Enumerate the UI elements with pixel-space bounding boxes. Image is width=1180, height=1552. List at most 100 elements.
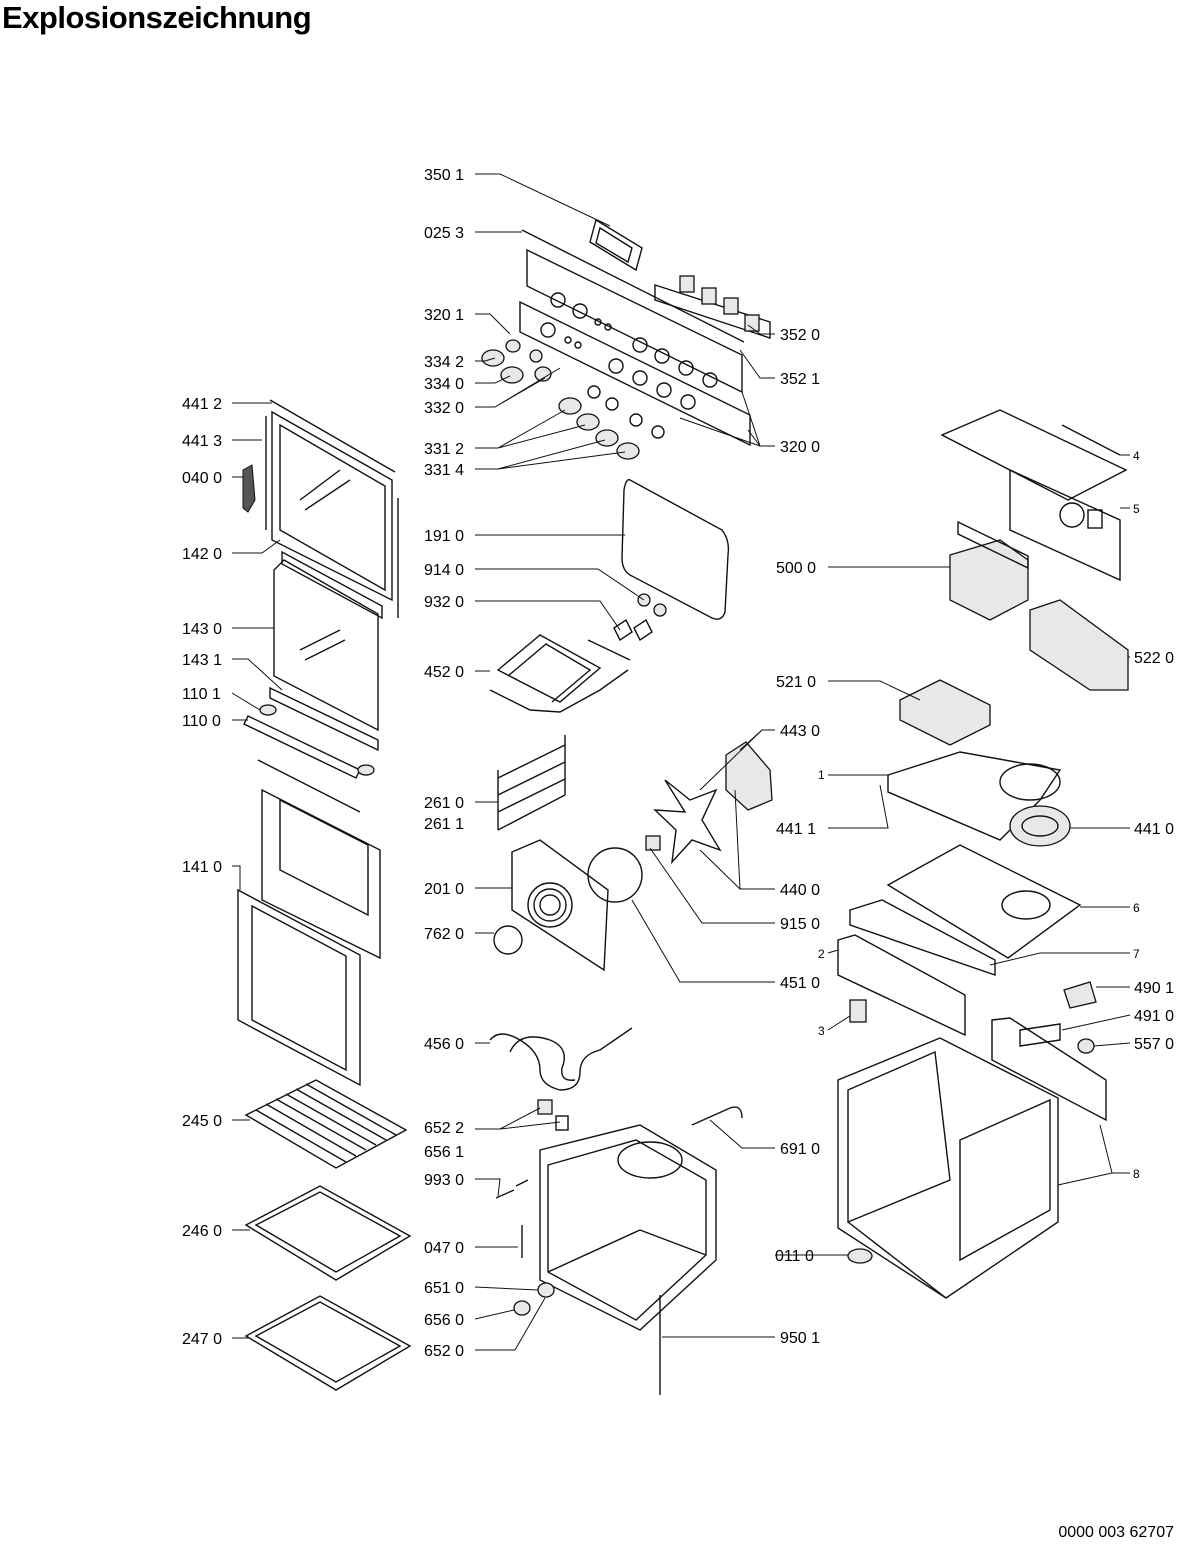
deep-tray-part [244, 1295, 412, 1391]
label-691-0: 691 0 [780, 1141, 820, 1158]
switch-cover-part [555, 1115, 569, 1131]
label-040-0: 040 0 [182, 470, 222, 487]
control-module-part [949, 520, 1029, 621]
label-4: 4 [1133, 449, 1140, 463]
label-142-0: 142 0 [182, 546, 222, 563]
label-993-0: 993 0 [424, 1172, 464, 1189]
label-320-0: 320 0 [780, 439, 820, 456]
label-456-0: 456 0 [424, 1036, 464, 1053]
lamp-lens-part [537, 1282, 555, 1298]
label-441-1: 441 1 [776, 821, 816, 838]
label-143-1: 143 1 [182, 652, 222, 669]
label-500-0: 500 0 [776, 560, 816, 577]
display-module-part [654, 275, 771, 339]
label-932-0: 932 0 [424, 594, 464, 611]
label-201-0: 201 0 [424, 881, 464, 898]
label-915-0: 915 0 [780, 916, 820, 933]
label-352-1: 352 1 [780, 371, 820, 388]
top-cover-part [940, 409, 1128, 582]
label-652-2: 652 2 [424, 1120, 464, 1137]
label-110-0: 110 0 [182, 713, 221, 730]
ring-heater-part [587, 847, 643, 903]
label-261-1: 261 1 [424, 816, 464, 833]
cooling-duct-part [887, 751, 1062, 841]
label-452-0: 452 0 [424, 664, 464, 681]
label-352-0: 352 0 [780, 327, 820, 344]
top-strip-part [521, 229, 745, 343]
fan-motor-part [645, 741, 773, 865]
label-491-0: 491 0 [1134, 1008, 1174, 1025]
label-246-0: 246 0 [182, 1223, 222, 1240]
sensor-part [691, 1106, 743, 1126]
page-title: Explosionszeichnung [2, 0, 312, 35]
cabinet-part [837, 1037, 1059, 1299]
label-7: 7 [1133, 947, 1140, 961]
label-656-1: 656 1 [424, 1144, 464, 1161]
door-frame-part [265, 399, 399, 618]
label-950-1: 950 1 [780, 1330, 820, 1347]
label-3: 3 [818, 1024, 825, 1038]
label-557-0: 557 0 [1134, 1036, 1174, 1053]
baking-tray-part [244, 1185, 412, 1281]
outer-door-part [237, 759, 381, 1087]
door-bar-part [243, 686, 379, 779]
control-panel-front-part [519, 300, 751, 447]
label-334-0: 334 0 [424, 376, 464, 393]
leader-lines [231, 173, 1131, 1351]
label-490-1: 490 1 [1134, 980, 1174, 997]
label-047-0: 047 0 [424, 1240, 464, 1257]
label-451-0: 451 0 [780, 975, 820, 992]
label-143-0: 143 0 [182, 621, 222, 638]
door-gasket-part [621, 479, 730, 620]
label-656-0: 656 0 [424, 1312, 464, 1329]
label-247-0: 247 0 [182, 1331, 222, 1348]
label-8: 8 [1133, 1167, 1140, 1181]
small-switch-part [849, 999, 867, 1023]
label-522-0: 522 0 [1134, 650, 1174, 667]
label-141-0: 141 0 [182, 859, 222, 876]
label-441-3: 441 3 [182, 433, 222, 450]
inner-glass-part [273, 550, 383, 732]
relay-board-part [1029, 599, 1129, 691]
power-board-part [899, 679, 991, 746]
label-441-0: 441 0 [1134, 821, 1174, 838]
label-110-1: 110 1 [182, 686, 221, 703]
label-191-0: 191 0 [424, 528, 464, 545]
foot-part [847, 1248, 873, 1264]
side-parts-right [991, 981, 1107, 1122]
label-2: 2 [818, 947, 825, 961]
hinge-part [242, 464, 256, 513]
label-350-1: 350 1 [424, 167, 464, 184]
screw-part [495, 1179, 529, 1199]
label-521-0: 521 0 [776, 674, 816, 691]
label-441-2: 441 2 [182, 396, 222, 413]
label-331-4: 331 4 [424, 462, 464, 479]
lamp-parts [613, 593, 667, 642]
label-914-0: 914 0 [424, 562, 464, 579]
side-rails-part [497, 735, 566, 831]
label-1: 1 [818, 768, 825, 782]
switch-part [537, 1099, 553, 1115]
label-440-0: 440 0 [780, 882, 820, 899]
label-762-0: 762 0 [424, 926, 464, 943]
label-025-3: 025 3 [424, 225, 464, 242]
oven-cavity-part [539, 1124, 717, 1331]
label-652-0: 652 0 [424, 1343, 464, 1360]
lower-heater-part [489, 1027, 633, 1091]
front-frame-part [837, 899, 996, 1037]
label-6: 6 [1133, 901, 1140, 915]
cover-plate-part [493, 925, 523, 955]
label-261-0: 261 0 [424, 795, 464, 812]
lamp-holder-part [513, 1300, 531, 1316]
label-651-0: 651 0 [424, 1280, 464, 1297]
label-011-0: 011 0 [775, 1248, 814, 1265]
label-245-0: 245 0 [182, 1113, 222, 1130]
document-number: 0000 003 62707 [1058, 1524, 1174, 1541]
label-320-1: 320 1 [424, 307, 464, 324]
label-332-0: 332 0 [424, 400, 464, 417]
panel-handle-part [589, 218, 643, 272]
label-331-2: 331 2 [424, 441, 464, 458]
grill-element-part [489, 634, 631, 713]
label-334-2: 334 2 [424, 354, 464, 371]
